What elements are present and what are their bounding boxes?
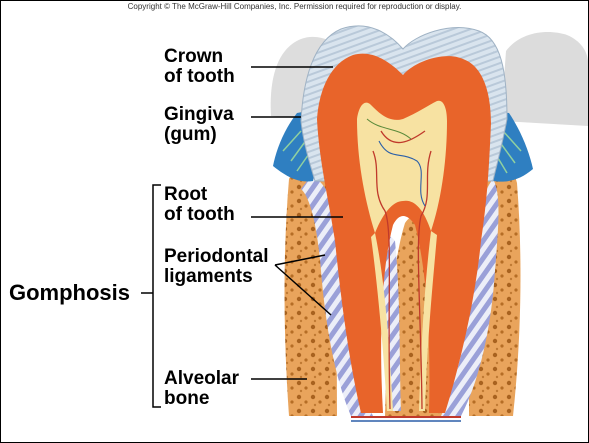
periodontal-label-line1: Periodontal [164,246,269,267]
alveolar-label-line2: bone [164,388,210,409]
crown-label-line1: Crown [164,46,224,67]
alveolar-label: Alveolar bone [164,369,239,409]
periodontal-ligament-right [441,179,499,416]
periodontal-leader-2 [274,264,332,316]
neighbor-tooth-right [501,32,588,126]
root-label-line2: of tooth [164,204,235,225]
gingiva-label-line2: (gum) [164,124,217,145]
periodontal-leader-1 [274,254,326,266]
crown-label-line2: of tooth [164,66,235,87]
root-label: Root of tooth [164,185,235,225]
leader-lines [141,66,343,408]
gingiva-label: Gingiva (gum) [164,105,234,145]
copyright-notice: Copyright © The McGraw-Hill Companies, I… [127,2,462,11]
gingiva-label-line1: Gingiva [164,104,234,125]
alveolar-label-line1: Alveolar [164,368,239,389]
periodontal-label-line2: ligaments [164,266,253,287]
blood-vessels [372,130,432,410]
crown-label: Crown of tooth [164,47,235,87]
periodontal-label: Periodontal ligaments [164,247,269,287]
gomphosis-bracket [152,184,161,408]
root-canal-right [419,231,437,411]
root-canal-left [371,233,393,411]
root-label-line1: Root [164,184,208,205]
gomphosis-label: Gomphosis [9,280,131,305]
